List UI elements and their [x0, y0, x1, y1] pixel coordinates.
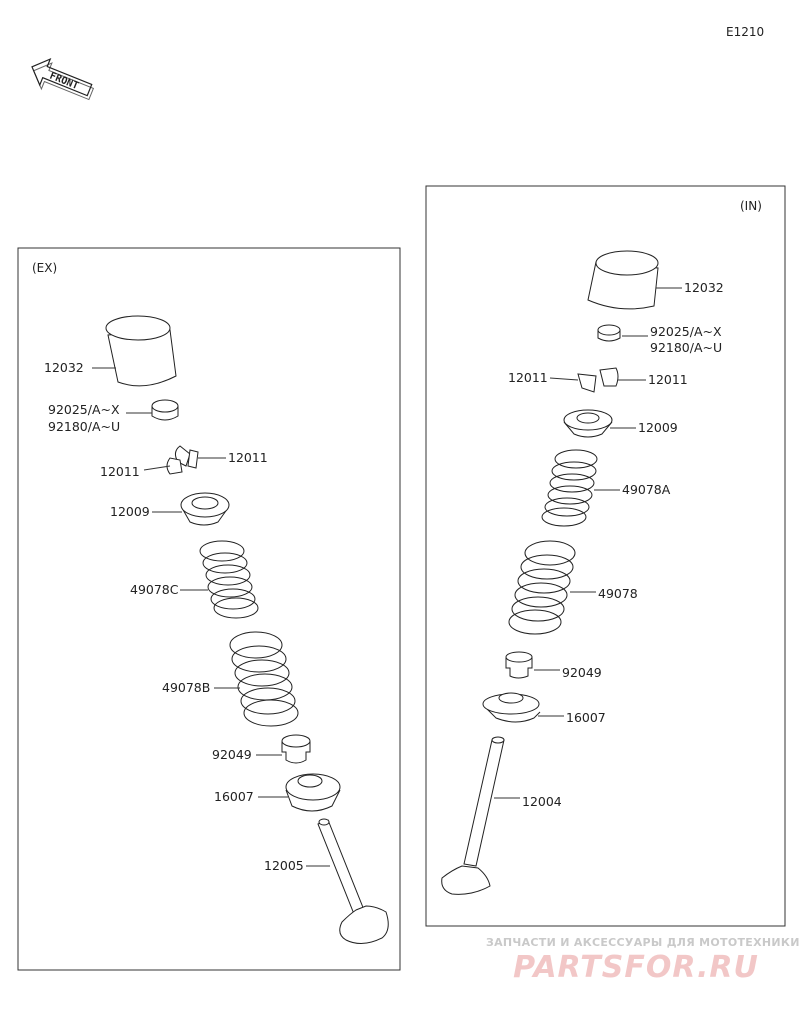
ex-cotters: 12011 12011: [100, 445, 268, 479]
ex-valve: 12005: [264, 818, 389, 944]
watermark: ЗАПЧАСТИ И АКСЕССУАРЫ ДЛЯ МОТОТЕХНИКИ PA…: [486, 936, 800, 987]
ex-spring-outer-label: 49078B: [162, 680, 210, 695]
in-stem-seal: 92049: [505, 651, 602, 680]
ex-tappet-label: 12032: [44, 360, 84, 375]
in-retainer-label: 12009: [638, 420, 678, 435]
in-spring-outer-label: 49078: [598, 586, 638, 601]
in-valve-label: 12004: [522, 794, 562, 809]
in-retainer: 12009: [563, 409, 678, 438]
in-cotter-right-label: 12011: [648, 372, 688, 387]
in-cotters: 12011 12011: [508, 367, 688, 393]
front-arrow-icon: FRONT: [31, 57, 95, 101]
in-spring-seat-label: 16007: [566, 710, 606, 725]
ex-spring-outer: 49078B: [162, 631, 299, 727]
in-tappet-label: 12032: [684, 280, 724, 295]
ex-spring-inner-label: 49078C: [130, 582, 179, 597]
in-shim-label-2: 92180/A~U: [650, 340, 722, 355]
in-shim-label-1: 92025/A~X: [650, 324, 722, 339]
ex-shim-label-2: 92180/A~U: [48, 419, 120, 434]
in-tappet: 12032: [587, 250, 724, 310]
ex-spring-seat-label: 16007: [214, 789, 254, 804]
ex-cotter-left-label: 12011: [100, 464, 140, 479]
in-spring-seat: 16007: [482, 692, 606, 725]
in-cotter-left-label: 12011: [508, 370, 548, 385]
ex-shim-label-1: 92025/A~X: [48, 402, 120, 417]
ex-stem-seal: 92049: [212, 734, 311, 764]
ex-valve-label: 12005: [264, 858, 304, 873]
in-shim: 92025/A~X 92180/A~U: [597, 324, 722, 355]
in-stem-seal-label: 92049: [562, 665, 602, 680]
ex-stem-seal-label: 92049: [212, 747, 252, 762]
ex-cotter-right-label: 12011: [228, 450, 268, 465]
watermark-tagline: ЗАПЧАСТИ И АКСЕССУАРЫ ДЛЯ МОТОТЕХНИКИ: [486, 936, 800, 949]
in-valve: 12004: [441, 736, 562, 895]
exhaust-title: (EX): [32, 261, 57, 275]
ex-retainer-label: 12009: [110, 504, 150, 519]
ex-spring-inner: 49078C: [130, 540, 259, 619]
intake-panel: (IN) 12032 92025/A~X 92180/A~U 12011 120…: [425, 185, 786, 927]
in-spring-inner: 49078A: [541, 449, 671, 527]
ex-shim: 92025/A~X 92180/A~U: [48, 399, 179, 434]
in-spring-outer: 49078: [508, 540, 638, 635]
ex-tappet: 12032: [44, 315, 177, 387]
intake-title: (IN): [740, 199, 762, 213]
ex-retainer: 12009: [110, 492, 230, 526]
in-spring-inner-label: 49078A: [622, 482, 671, 497]
watermark-brand-logo: PARTSFOR.RU: [513, 950, 759, 985]
diagram-code: E1210: [726, 25, 764, 39]
ex-spring-seat: 16007: [214, 773, 341, 812]
exhaust-panel: (EX) 12032 92025/A~X 92180/A~U 12011 120…: [17, 247, 401, 971]
